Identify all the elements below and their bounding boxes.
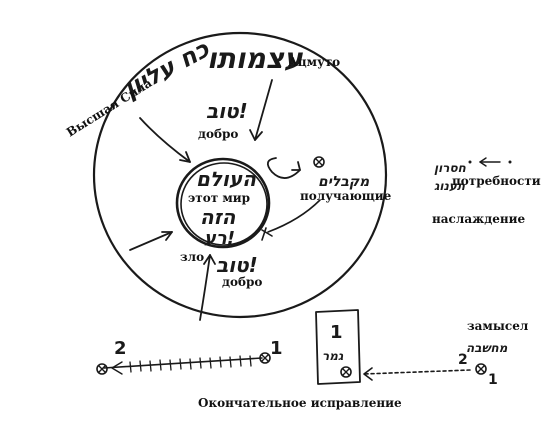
label-this-world: этот мир [188, 191, 250, 205]
hebrew-chisaron: חסרון [434, 161, 467, 175]
hebrew-ra: רע! [204, 228, 235, 249]
inner-circle [175, 157, 271, 249]
label-pleasure: наслаждение [432, 212, 526, 226]
number-right-1: 1 [488, 372, 498, 388]
hebrew-mekablim: מקבלים [318, 174, 370, 190]
final-box [315, 309, 361, 385]
hebrew-tov-bottom: טוב! [216, 253, 258, 277]
label-intention: замысел [467, 319, 529, 333]
timeline-left [96, 352, 271, 375]
number-line-right: 1 [270, 338, 283, 359]
number-box-top: 1 [330, 322, 343, 343]
label-good-bottom: добро [222, 275, 262, 289]
number-line-left: 2 [114, 338, 127, 359]
marker-receivers [313, 156, 325, 168]
hebrew-ha-ze: הזה [200, 205, 236, 229]
outer-circle [92, 31, 388, 319]
label-atzmuto: Ацмуто [288, 55, 340, 69]
arrow-left-lower [129, 231, 173, 251]
hebrew-machshava: מחשבה [466, 341, 508, 355]
hebrew-taanug: תענוג [434, 179, 466, 193]
inner-circle-double [180, 162, 268, 246]
label-high-force: Высшая Сила [64, 76, 155, 140]
label-final-correction: Окончательное исправление [198, 396, 402, 410]
arrow-receivers [261, 157, 321, 241]
arrow-intention [363, 363, 487, 381]
arrow-from-high-force [139, 117, 191, 163]
hebrew-gmar: גמר [322, 349, 344, 363]
arrow-bottom [199, 254, 216, 321]
label-needs: потребности [452, 174, 541, 188]
number-right-2: 2 [458, 352, 468, 368]
label-good-top: добро [198, 127, 238, 141]
label-receivers: получающие [300, 189, 392, 203]
hebrew-atzmuto: עצמותו [207, 42, 304, 75]
arrow-needs [468, 157, 512, 167]
arrow-from-atzmuto [249, 79, 273, 141]
hebrew-tov-top: טוב! [206, 99, 248, 123]
hebrew-ha-olam: העולם [196, 167, 256, 191]
label-evil: зло [180, 250, 204, 264]
